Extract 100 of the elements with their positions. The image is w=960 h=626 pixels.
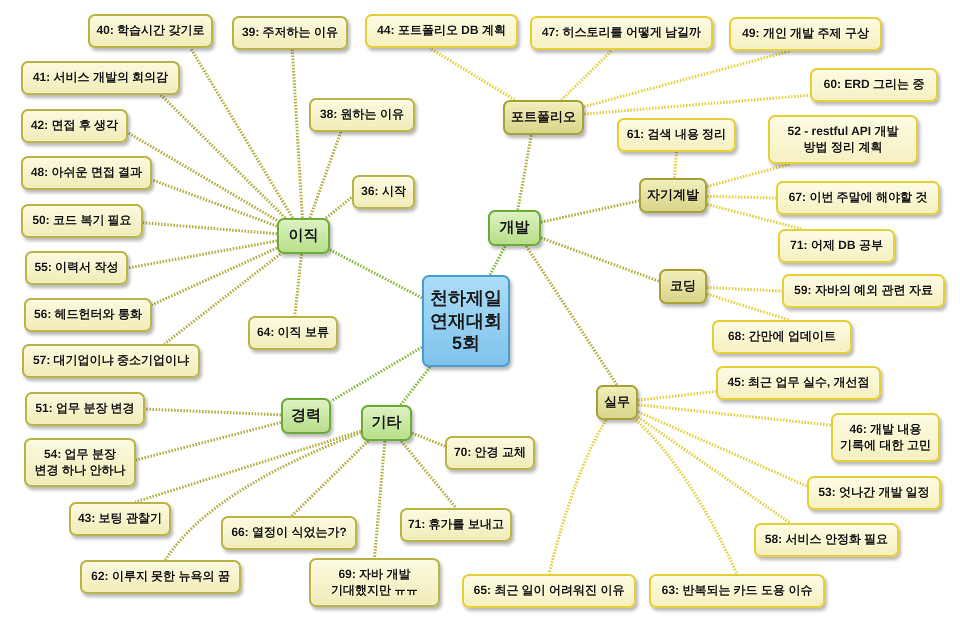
note-box [232, 16, 348, 50]
note-text: 53: 엇나간 개발 일정 [818, 485, 930, 501]
connector-line [638, 403, 832, 427]
connector-line [584, 50, 791, 108]
note-text: 50: 코드 복기 필요 [32, 213, 132, 229]
note-text: 54: 업무 분장 변경 하나 안하나 [34, 447, 126, 478]
central-topic-text: 천하제일 연재대회 5회 [429, 287, 503, 354]
note-text: 66: 열정이 식었는가? [231, 525, 347, 541]
note-box [21, 109, 128, 143]
connector-line [189, 47, 294, 219]
connector-line [548, 419, 608, 574]
connector-line [330, 346, 423, 402]
note-text: 59: 자바의 예외 관련 자료 [794, 283, 933, 299]
subtopic-text: 자기계발 [647, 187, 699, 204]
note-text: 63: 반복되는 카드 도용 이슈 [662, 583, 812, 599]
note-box [365, 14, 518, 48]
note-box [810, 68, 938, 102]
note-text: 45: 최근 업무 실수, 개선점 [727, 375, 870, 391]
note-box [352, 175, 415, 209]
note-box [649, 574, 825, 608]
connector-line [142, 221, 278, 236]
connector-line [160, 94, 286, 220]
connector-line [706, 194, 776, 200]
note-box [776, 181, 940, 215]
connector-line [290, 50, 304, 218]
note-text: 56: 헤드헌터와 통화 [34, 307, 142, 323]
connector-line [540, 236, 660, 283]
note-text: 36: 시작 [361, 184, 406, 200]
connector-line [136, 421, 282, 462]
note-box [221, 516, 357, 550]
note-box [716, 366, 881, 400]
connector-line [634, 418, 738, 575]
subtopic-text: 포트폴리오 [511, 109, 576, 126]
note-text: 57: 대기업이냐 중소기업이냐 [32, 353, 189, 369]
note-text: 65: 최근 일이 어려워진 이유 [474, 583, 624, 599]
note-box [530, 16, 713, 50]
note-box [712, 320, 852, 354]
connector-line [151, 178, 278, 228]
note-box [69, 502, 171, 536]
main-topic-box [488, 210, 541, 246]
note-text: 68: 간만에 업데이트 [728, 329, 836, 345]
note-box [88, 14, 213, 48]
note-text: 42: 면접 후 생각 [30, 118, 118, 134]
note-text: 58: 서비스 안정화 필요 [764, 532, 888, 548]
connector-line [637, 410, 808, 488]
note-box [21, 204, 143, 238]
central-topic-box [422, 275, 510, 366]
note-box [617, 118, 736, 152]
subtopic-box [503, 100, 584, 135]
connector-line [488, 245, 506, 276]
subtopic-box [639, 178, 707, 213]
connector-line [134, 430, 362, 504]
note-text: 64: 이직 보류 [256, 325, 329, 341]
note-box [80, 560, 241, 594]
main-topic-text: 이직 [288, 226, 318, 246]
note-text: 70: 안경 교체 [454, 445, 526, 461]
note-text: 41: 서비스 개발의 회의감 [32, 70, 168, 86]
note-box [807, 476, 941, 510]
note-box [778, 229, 895, 263]
connector-line [144, 408, 282, 416]
connector-line [293, 254, 304, 316]
note-text: 69: 자바 개발 기대했지만 ㅠㅠ [330, 567, 420, 598]
note-box [768, 115, 918, 164]
note-box [24, 438, 136, 488]
connector-line [373, 440, 386, 558]
connector-line [706, 162, 791, 188]
connector-line [706, 292, 790, 322]
note-text: 47: 히스토리를 어떻게 남길까 [542, 25, 702, 41]
subtopic-box [596, 385, 638, 420]
note-box [21, 156, 152, 190]
note-box [831, 413, 940, 462]
note-box [782, 274, 945, 308]
note-text: 38: 원하는 이유 [320, 107, 404, 123]
connector-line [151, 246, 278, 306]
connector-line [127, 132, 278, 222]
connector-line [637, 416, 792, 524]
note-text: 52 - restful API 개발 방법 정리 계획 [786, 124, 900, 156]
main-topic-box [277, 218, 330, 254]
connector-line [290, 440, 370, 518]
connector-line [706, 286, 782, 292]
note-box [445, 436, 535, 470]
note-box [22, 344, 200, 378]
connector-line [329, 248, 423, 300]
note-box [248, 316, 338, 350]
note-text: 40: 학습시간 갖기로 [96, 23, 204, 39]
connector-line [672, 152, 678, 178]
main-topic-box [281, 398, 331, 434]
note-text: 55: 이력서 작성 [34, 260, 118, 276]
subtopic-text: 코딩 [670, 278, 696, 295]
note-text: 71: 어제 DB 공부 [790, 238, 883, 254]
subtopic-box [659, 269, 707, 304]
main-topic-text: 개발 [500, 218, 530, 238]
connector-line [428, 46, 516, 102]
note-text: 67: 이번 주말에 해야할 것 [788, 190, 928, 206]
connector-line [399, 366, 432, 406]
connector-line [128, 239, 278, 270]
note-box [754, 523, 899, 557]
note-text: 51: 업무 분장 변경 [35, 401, 135, 417]
connector-line [516, 134, 533, 210]
connector-line [638, 390, 716, 402]
